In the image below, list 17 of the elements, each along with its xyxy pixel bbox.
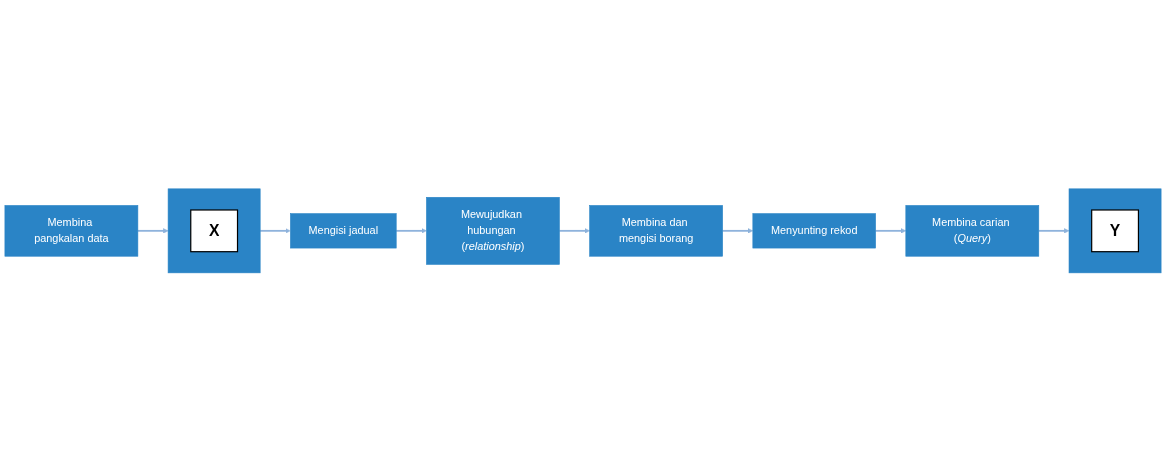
node-box: Mewujudkan hubungan (relationship)	[426, 197, 560, 265]
arrow	[395, 228, 427, 234]
arrow	[558, 228, 590, 234]
cluster	[1068, 188, 1162, 274]
arrow	[721, 228, 754, 234]
cluster	[167, 188, 261, 274]
node-box: Mengisi jadual	[290, 213, 397, 249]
node-box: Menyunting rekod	[752, 213, 876, 249]
node-box: Membina carian (Query)	[905, 205, 1040, 257]
node-box: X	[190, 209, 239, 253]
node-box: Membina pangkalan data	[4, 205, 139, 257]
arrow	[259, 228, 291, 234]
arrow	[874, 228, 907, 234]
node-box: Membina dan mengisi borang	[589, 205, 723, 257]
arrow	[1037, 228, 1070, 234]
node-box: Y	[1091, 209, 1140, 253]
arrow	[136, 228, 169, 234]
